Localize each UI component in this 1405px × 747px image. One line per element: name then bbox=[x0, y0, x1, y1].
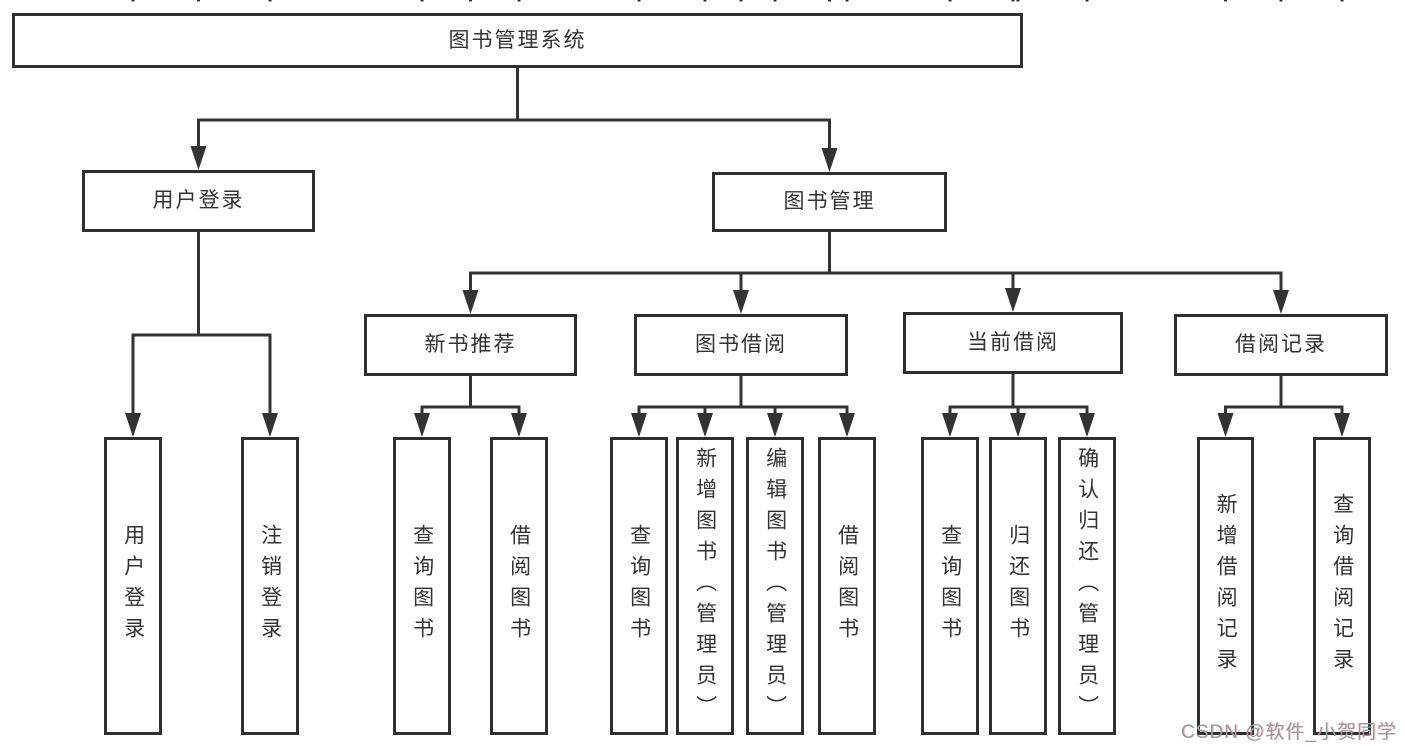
node-borrow-records: 借阅记录 bbox=[1174, 314, 1388, 376]
node-edit-book: 编辑图书（管理员） bbox=[746, 437, 804, 735]
node-query-book-2: 查询图书 bbox=[610, 437, 668, 735]
node-current-borrow: 当前借阅 bbox=[903, 312, 1123, 374]
node-query-book-3: 查询图书 bbox=[921, 437, 979, 735]
node-confirm-return: 确认归还（管理员） bbox=[1058, 437, 1116, 735]
node-return-book: 归还图书 bbox=[989, 437, 1047, 735]
node-logout-leaf: 注销登录 bbox=[241, 437, 299, 735]
node-root: 图书管理系统 bbox=[12, 13, 1023, 68]
node-book-mgmt: 图书管理 bbox=[712, 172, 947, 232]
node-query-borrow-record: 查询借阅记录 bbox=[1313, 437, 1371, 735]
node-new-book-rec: 新书推荐 bbox=[364, 314, 577, 376]
node-add-borrow-record: 新增借阅记录 bbox=[1197, 437, 1254, 735]
node-query-book-1: 查询图书 bbox=[393, 437, 451, 735]
node-borrow-book-1: 借阅图书 bbox=[490, 437, 548, 735]
node-add-book: 新增图书（管理员） bbox=[676, 437, 734, 735]
node-book-borrow: 图书借阅 bbox=[634, 314, 848, 376]
node-user-login-leaf: 用户登录 bbox=[104, 437, 162, 735]
watermark: CSDN @软件_小贺同学 bbox=[1181, 722, 1397, 743]
node-user-login: 用户登录 bbox=[82, 170, 315, 232]
node-borrow-book-2: 借阅图书 bbox=[818, 437, 876, 735]
